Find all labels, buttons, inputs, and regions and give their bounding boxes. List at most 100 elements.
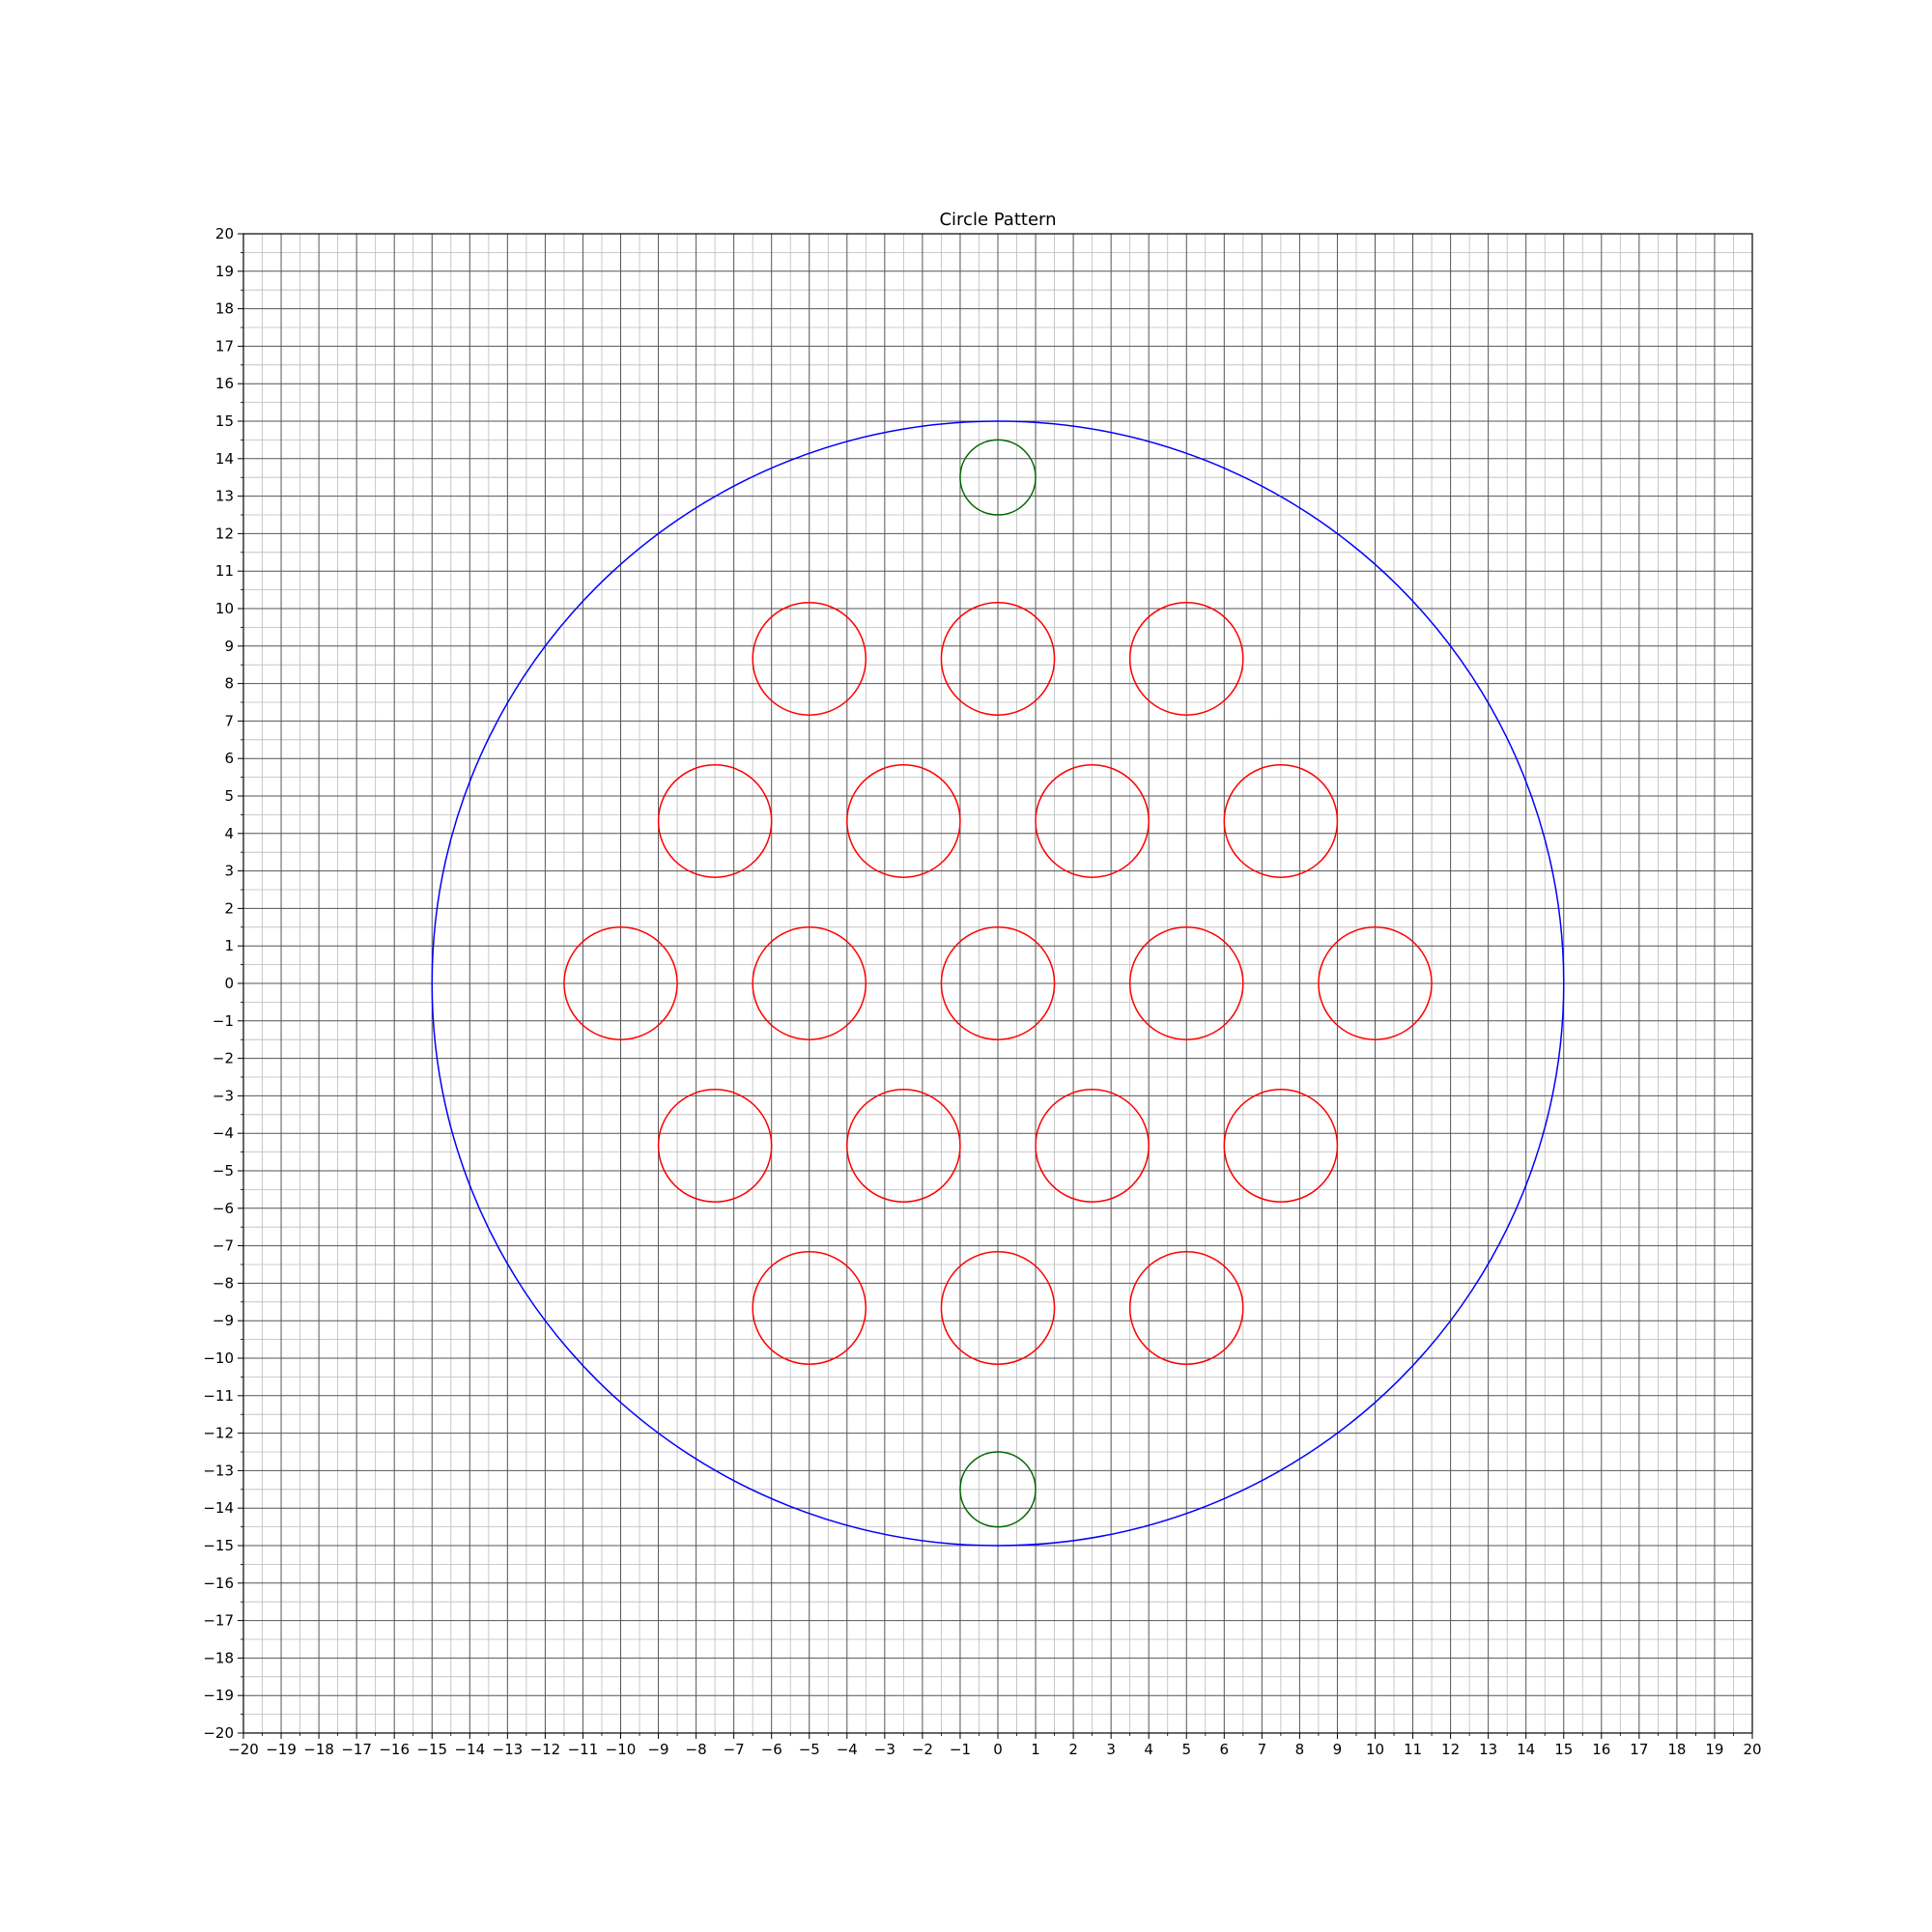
- y-tick-label: 7: [224, 712, 234, 729]
- circle-mark: [940, 1251, 1056, 1365]
- x-tick-label: −13: [493, 1741, 524, 1758]
- y-tick-label: −8: [213, 1274, 234, 1292]
- x-tick-label: −1: [950, 1741, 971, 1758]
- y-tick-label: −10: [203, 1350, 234, 1367]
- x-tick-label: −17: [341, 1741, 372, 1758]
- y-tick-label: −9: [213, 1312, 234, 1329]
- circle-mark: [657, 764, 773, 878]
- circle-mark: [959, 439, 1037, 516]
- x-tick-label: 4: [1144, 1741, 1153, 1758]
- circle-mark: [657, 1089, 773, 1203]
- x-tick-label: −9: [647, 1741, 668, 1758]
- y-tick-label: 5: [224, 787, 234, 805]
- y-tick-label: 11: [215, 562, 234, 580]
- circle-mark: [959, 1451, 1037, 1528]
- y-tick-label: −7: [213, 1237, 234, 1255]
- circles-layer: [431, 420, 1565, 1547]
- x-tick-label: 10: [1366, 1741, 1384, 1758]
- x-tick-label: 3: [1106, 1741, 1116, 1758]
- y-tick-label: 12: [215, 525, 234, 542]
- x-tick-label: 12: [1441, 1741, 1460, 1758]
- major-grid: [243, 234, 1752, 1733]
- y-tick-label: −15: [203, 1537, 234, 1554]
- circle-mark: [1128, 926, 1244, 1040]
- y-tick-label: 1: [224, 937, 234, 954]
- y-tick-label: −18: [203, 1649, 234, 1666]
- y-tick-label: 14: [215, 450, 234, 468]
- y-tick-label: 2: [224, 899, 234, 917]
- circle-mark: [1223, 1089, 1339, 1203]
- circle-mark: [1318, 926, 1433, 1040]
- y-tick-label: −19: [203, 1687, 234, 1704]
- x-tick-label: 9: [1333, 1741, 1343, 1758]
- x-tick-label: 15: [1554, 1741, 1573, 1758]
- y-tick-label: −6: [213, 1200, 234, 1217]
- x-tick-label: −14: [454, 1741, 485, 1758]
- x-tick-label: 19: [1705, 1741, 1723, 1758]
- y-tick-label: −11: [203, 1387, 234, 1405]
- y-tick-label: 8: [224, 675, 234, 693]
- y-tick-label: −5: [213, 1162, 234, 1179]
- y-tick-label: −14: [203, 1499, 234, 1517]
- y-tick-label: −12: [203, 1425, 234, 1442]
- circle-mark: [563, 926, 678, 1040]
- y-tick-label: −16: [203, 1575, 234, 1592]
- x-axis-ticks: −20−19−18−17−16−15−14−13−12−11−10−9−8−7−…: [228, 1733, 1762, 1758]
- circle-mark: [752, 602, 867, 716]
- circle-mark: [1128, 1251, 1244, 1365]
- y-tick-label: −17: [203, 1612, 234, 1630]
- x-tick-label: 14: [1517, 1741, 1535, 1758]
- x-tick-label: −15: [416, 1741, 447, 1758]
- y-axis-ticks: −20−19−18−17−16−15−14−13−12−11−10−9−8−7−…: [203, 225, 243, 1742]
- x-tick-label: −19: [266, 1741, 297, 1758]
- y-tick-label: 10: [215, 600, 234, 617]
- x-tick-label: 2: [1068, 1741, 1078, 1758]
- y-tick-label: 4: [224, 825, 234, 842]
- x-tick-label: −10: [606, 1741, 637, 1758]
- x-tick-label: 5: [1181, 1741, 1191, 1758]
- x-tick-label: 20: [1743, 1741, 1761, 1758]
- x-tick-label: −4: [837, 1741, 858, 1758]
- x-tick-label: −7: [724, 1741, 745, 1758]
- x-tick-label: −5: [799, 1741, 820, 1758]
- x-tick-label: −3: [874, 1741, 895, 1758]
- x-tick-label: −11: [568, 1741, 599, 1758]
- x-tick-label: 7: [1258, 1741, 1267, 1758]
- y-tick-label: 19: [215, 263, 234, 280]
- circle-mark: [1035, 1089, 1150, 1203]
- circle-mark: [1128, 602, 1244, 716]
- circle-mark: [752, 1251, 867, 1365]
- y-tick-label: 9: [224, 638, 234, 655]
- x-tick-label: −8: [686, 1741, 707, 1758]
- y-tick-label: −2: [213, 1050, 234, 1067]
- y-tick-label: 0: [224, 975, 234, 992]
- circle-mark: [940, 602, 1056, 716]
- x-tick-label: −16: [379, 1741, 410, 1758]
- x-tick-label: −2: [912, 1741, 933, 1758]
- y-tick-label: 17: [215, 337, 234, 355]
- y-tick-label: 15: [215, 412, 234, 430]
- x-tick-label: −20: [228, 1741, 259, 1758]
- x-tick-label: −18: [303, 1741, 334, 1758]
- circle-mark: [846, 764, 961, 878]
- circle-mark: [846, 1089, 961, 1203]
- x-tick-label: 1: [1031, 1741, 1040, 1758]
- x-tick-label: 13: [1479, 1741, 1497, 1758]
- x-tick-label: 11: [1404, 1741, 1422, 1758]
- x-tick-label: 17: [1630, 1741, 1648, 1758]
- y-tick-label: −20: [203, 1724, 234, 1742]
- x-tick-label: −12: [530, 1741, 561, 1758]
- y-tick-label: 6: [224, 750, 234, 767]
- y-tick-label: −13: [203, 1462, 234, 1479]
- circle-mark: [1035, 764, 1150, 878]
- y-tick-label: −3: [213, 1087, 234, 1104]
- y-tick-label: 3: [224, 863, 234, 880]
- x-tick-label: 16: [1592, 1741, 1610, 1758]
- y-tick-label: −1: [213, 1012, 234, 1030]
- circle-mark: [752, 926, 867, 1040]
- x-tick-label: 6: [1220, 1741, 1230, 1758]
- y-tick-label: 18: [215, 300, 234, 318]
- y-tick-label: 13: [215, 488, 234, 505]
